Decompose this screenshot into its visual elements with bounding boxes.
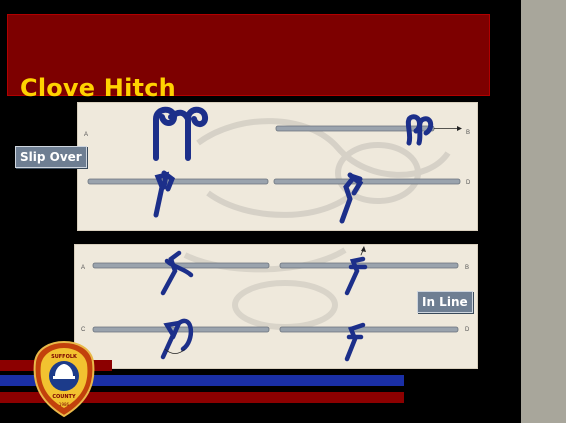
rope-hitch-c [156,173,172,215]
diagram-letter-c: C [81,327,86,333]
pipe-b [280,263,458,268]
in-line-label: In Line [417,291,473,313]
diagram-letter-b: B [466,130,470,136]
title-box: Clove Hitch [7,14,490,96]
slip-over-diagram: A B D [77,102,478,231]
logo-text-top: SUFFOLK [51,354,78,360]
pipe-b [276,126,462,131]
rope-in-line-b [347,248,365,293]
diagram-letter-d: D [465,327,470,333]
suffolk-county-logo: SUFFOLK COUNTY 1986 [33,340,95,418]
pipe-c [88,179,268,184]
slip-over-illustration: A B D [78,103,478,231]
pipe-d [280,327,458,332]
logo-badge-text: 1986 [59,402,70,407]
diagram-letter-a: A [84,132,88,138]
rope-loops-a [156,110,205,158]
diagram-letter-b: B [465,265,469,271]
slide-side-bar [521,0,566,423]
slide-title: Clove Hitch [20,73,176,103]
rope-in-line-c [163,321,191,357]
diagram-letter-d: D [466,180,471,186]
pipe-d [274,179,460,184]
pipe-c [93,327,269,332]
diagram-letter-a: A [81,265,85,271]
logo-text-bottom: COUNTY [52,394,76,400]
slip-over-label: Slip Over [15,146,87,168]
